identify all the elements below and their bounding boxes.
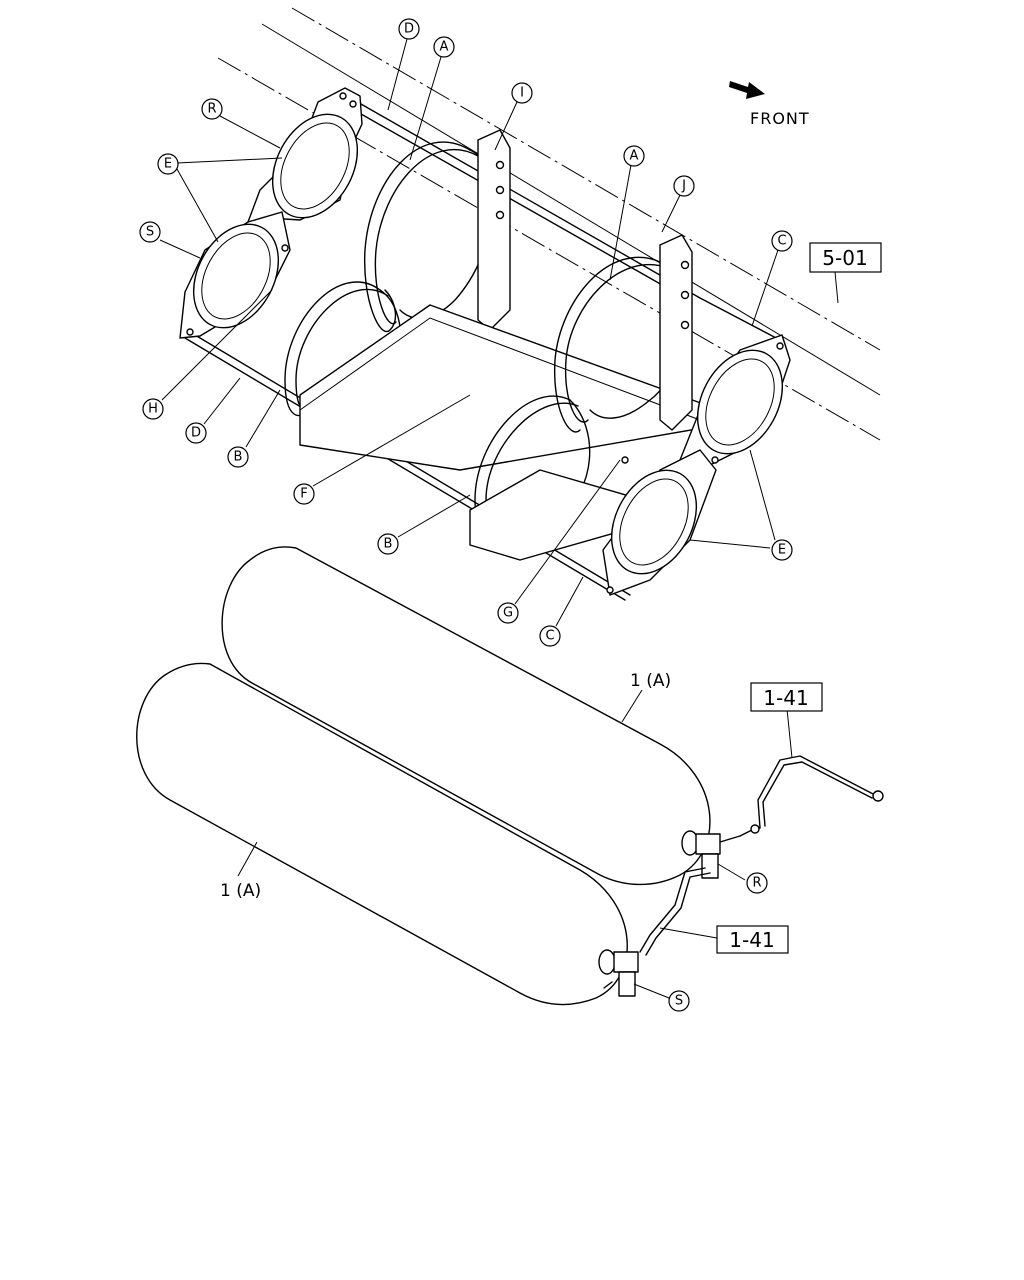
svg-text:D: D bbox=[191, 426, 201, 441]
callout-e-left: E bbox=[157, 153, 179, 175]
svg-text:B: B bbox=[384, 537, 393, 552]
svg-text:A: A bbox=[630, 149, 639, 164]
callout-c-bottom: C bbox=[539, 625, 561, 647]
part-label-tank-upper: 1 (A) bbox=[630, 671, 671, 691]
svg-text:G: G bbox=[503, 606, 513, 621]
callout-b-right: B bbox=[377, 533, 399, 555]
svg-text:J: J bbox=[681, 179, 686, 194]
right-bracket-assembly bbox=[602, 334, 791, 596]
ref-box-pipe-upper-label: 1-41 bbox=[763, 686, 808, 710]
svg-text:B: B bbox=[234, 450, 243, 465]
callout-e-right: E bbox=[771, 539, 793, 561]
callout-a-right: A bbox=[623, 145, 645, 167]
callout-a-left: A bbox=[433, 36, 455, 58]
callout-s-left: S bbox=[139, 221, 161, 243]
callout-d-bottom: D bbox=[185, 422, 207, 444]
svg-text:E: E bbox=[164, 157, 172, 172]
svg-text:S: S bbox=[675, 994, 683, 1009]
callout-i: I bbox=[511, 82, 533, 104]
ref-box-frame: 5-01 bbox=[809, 242, 882, 273]
svg-text:A: A bbox=[440, 40, 449, 55]
callout-s-valve: S bbox=[668, 990, 690, 1012]
ref-box-pipe-lower: 1-41 bbox=[716, 925, 789, 954]
svg-text:C: C bbox=[777, 234, 786, 249]
svg-text:R: R bbox=[752, 876, 761, 891]
svg-text:S: S bbox=[146, 225, 154, 240]
svg-text:E: E bbox=[778, 543, 786, 558]
callout-r-valve: R bbox=[746, 872, 768, 894]
callout-c-top: C bbox=[771, 230, 793, 252]
ref-box-frame-label: 5-01 bbox=[822, 246, 867, 270]
svg-text:F: F bbox=[300, 487, 307, 502]
ref-box-pipe-upper: 1-41 bbox=[750, 682, 823, 712]
svg-text:D: D bbox=[404, 22, 414, 37]
front-label: FRONT bbox=[750, 109, 810, 128]
valve-upper bbox=[681, 824, 761, 879]
ref-box-pipe-lower-label: 1-41 bbox=[729, 928, 774, 952]
gas-tank-lower bbox=[136, 662, 628, 1006]
callout-g: G bbox=[497, 602, 519, 624]
part-label-tank-lower: 1 (A) bbox=[220, 881, 261, 901]
bottom-leaders bbox=[237, 689, 793, 999]
svg-text:C: C bbox=[545, 629, 554, 644]
left-bracket-assembly bbox=[179, 87, 363, 339]
svg-text:R: R bbox=[207, 102, 216, 117]
front-arrow-icon bbox=[729, 81, 765, 99]
callout-j: J bbox=[673, 175, 695, 197]
callout-f: F bbox=[293, 483, 315, 505]
right-straps bbox=[469, 234, 693, 561]
callout-d-top: D bbox=[398, 18, 420, 40]
gas-tank-upper bbox=[221, 546, 711, 886]
valve-lower bbox=[598, 949, 639, 997]
callout-b-left: B bbox=[227, 446, 249, 468]
svg-text:I: I bbox=[520, 86, 524, 101]
callout-h: H bbox=[142, 398, 164, 420]
leader-lines bbox=[159, 38, 839, 627]
fuel-pipes bbox=[639, 755, 884, 956]
svg-text:H: H bbox=[148, 402, 158, 417]
callout-r-left: R bbox=[201, 98, 223, 120]
left-straps bbox=[284, 129, 721, 471]
